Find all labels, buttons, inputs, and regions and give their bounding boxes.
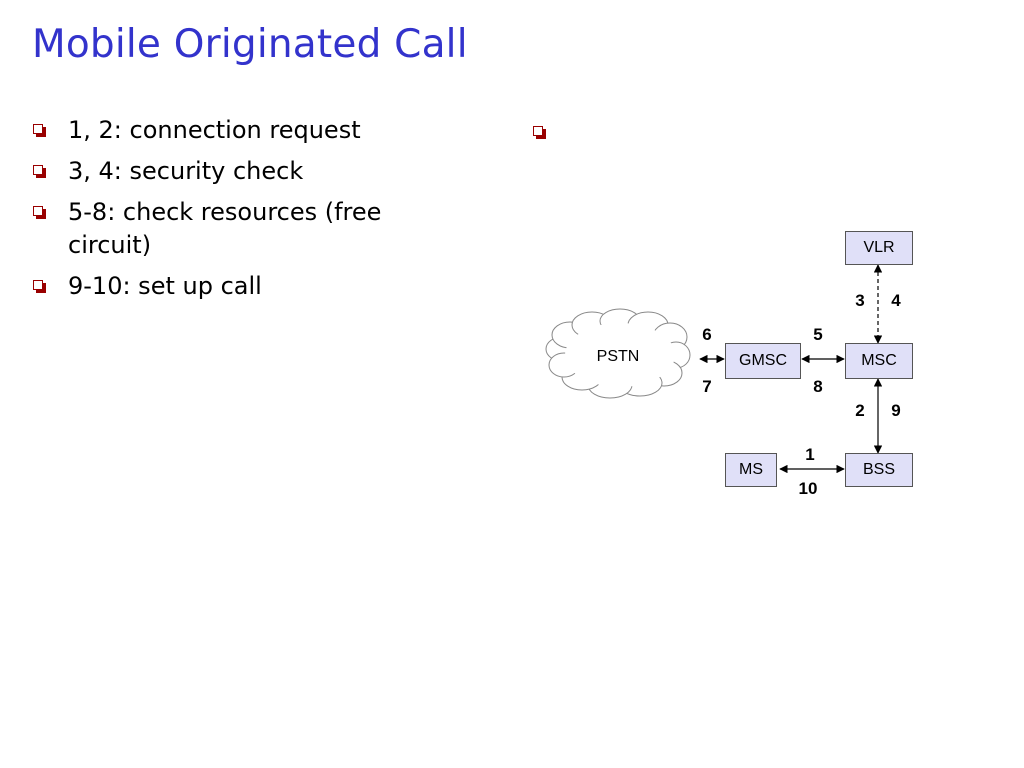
step-label-9: 9	[891, 401, 901, 420]
step-label-2: 2	[855, 401, 865, 420]
ms-node: MS	[725, 453, 777, 487]
pstn-label: PSTN	[596, 348, 640, 365]
pstn-cloud-icon	[545, 308, 691, 399]
call-flow-diagram: PSTN VLR MSC GMSC BSS MS 3 4 6 5 7 8 2 9…	[540, 225, 930, 515]
bullet-list: 1, 2: connection request 3, 4: security …	[30, 114, 470, 311]
bullet-text: 3, 4: security check	[68, 157, 304, 185]
bullet-item: 1, 2: connection request	[30, 114, 470, 147]
square-bullet-icon	[33, 280, 46, 293]
slide-title: Mobile Originated Call	[32, 22, 468, 67]
step-label-4: 4	[891, 291, 901, 310]
bullet-item: 3, 4: security check	[30, 155, 470, 188]
square-bullet-icon	[33, 206, 46, 219]
step-label-10: 10	[798, 479, 818, 498]
bullet-item: 9-10: set up call	[30, 270, 470, 303]
bullet-text: 1, 2: connection request	[68, 116, 361, 144]
gmsc-node: GMSC	[725, 343, 801, 379]
step-label-8: 8	[813, 377, 823, 396]
step-label-1: 1	[805, 445, 815, 464]
msc-node: MSC	[845, 343, 913, 379]
vlr-node: VLR	[845, 231, 913, 265]
step-label-5: 5	[813, 325, 823, 344]
bullet-text: 5-8: check resources (free circuit)	[68, 198, 382, 259]
step-label-3: 3	[855, 291, 865, 310]
square-bullet-icon	[33, 124, 46, 137]
diagram-connectors	[545, 264, 883, 474]
step-label-6: 6	[702, 325, 712, 344]
step-label-7: 7	[702, 377, 712, 396]
bullet-text: 9-10: set up call	[68, 272, 262, 300]
bss-node: BSS	[845, 453, 913, 487]
bullet-item: 5-8: check resources (free circuit)	[30, 196, 470, 262]
square-bullet-icon	[533, 126, 546, 139]
square-bullet-icon	[33, 165, 46, 178]
